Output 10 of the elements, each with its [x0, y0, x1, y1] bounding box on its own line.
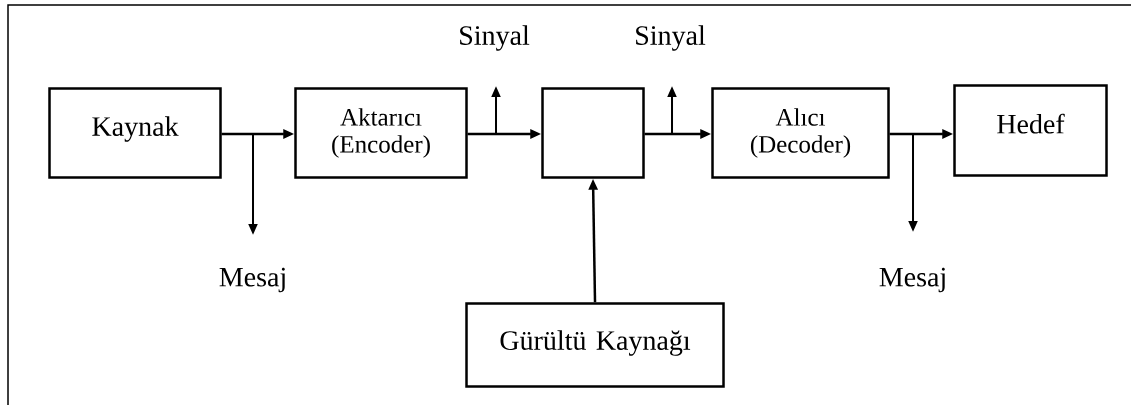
process-box: Alıcı (Decoder): [711, 87, 890, 179]
signal-label: Sinyal: [636, 25, 706, 51]
empty-box: [541, 87, 645, 179]
process-box: Hedef: [953, 84, 1108, 177]
signal-label: Mesaj: [219, 267, 285, 293]
process-box: Kaynak: [48, 87, 222, 179]
signal-label: Sinyal: [460, 25, 530, 51]
process-box: Aktarıcı (Encoder): [294, 87, 468, 179]
signal-label: Mesaj: [879, 267, 945, 293]
process-box: Gürültü Kaynağı: [465, 302, 725, 388]
